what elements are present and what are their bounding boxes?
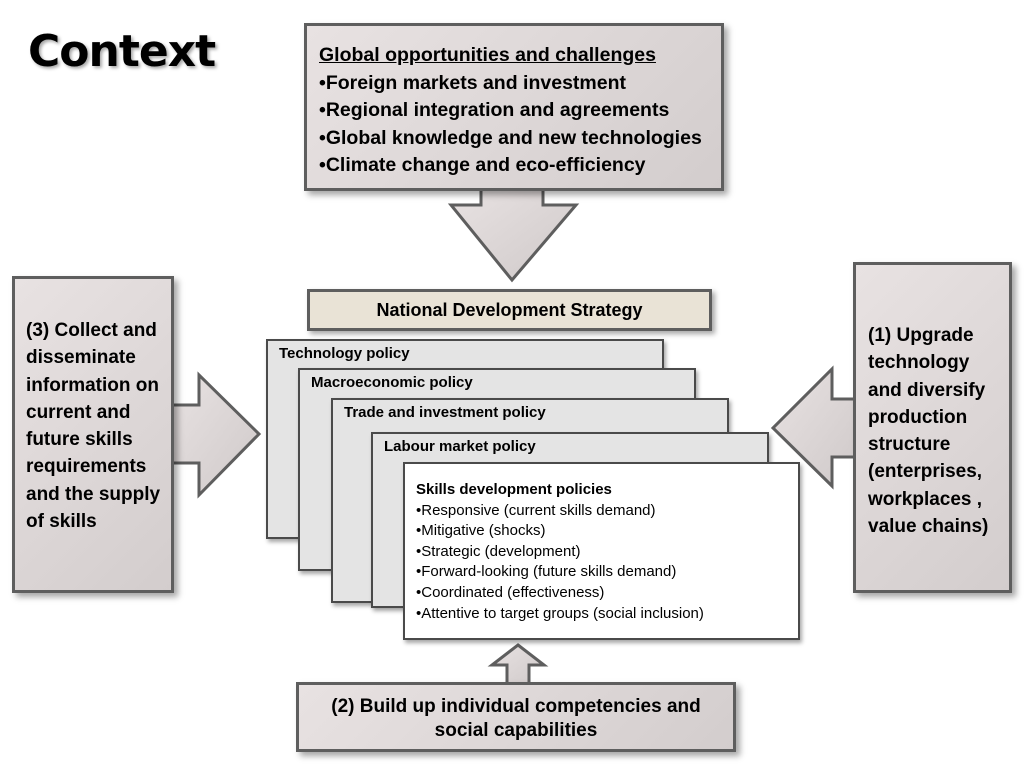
right-arrow <box>170 371 262 499</box>
policy-label: Macroeconomic policy <box>311 374 473 391</box>
down-arrow <box>447 187 580 283</box>
global-opportunities-box: Global opportunities and challenges •For… <box>304 23 724 191</box>
collect-information-text: (3) Collect and disseminate information … <box>26 320 161 533</box>
global-item: •Global knowledge and new technologies <box>319 126 702 149</box>
policy-label: Trade and investment policy <box>344 404 546 421</box>
collect-information-box: (3) Collect and disseminate information … <box>12 276 174 593</box>
national-development-strategy-label: National Development Strategy <box>376 300 643 320</box>
skills-item: •Strategic (development) <box>416 542 581 560</box>
skills-item: •Mitigative (shocks) <box>416 522 546 540</box>
upgrade-technology-text: (1) Upgrade technology and diversify pro… <box>868 325 989 538</box>
build-competencies-text: (2) Build up individual competencies and… <box>331 696 701 741</box>
global-item: •Climate change and eco-efficiency <box>319 154 646 176</box>
skills-development-card: Skills development policies •Responsive … <box>403 462 800 640</box>
upgrade-technology-box: (1) Upgrade technology and diversify pro… <box>853 262 1012 593</box>
global-opportunities-heading: Global opportunities and challenges <box>319 44 656 66</box>
page-title: Context <box>28 26 216 77</box>
policy-label: Technology policy <box>279 345 410 362</box>
skills-item: •Forward-looking (future skills demand) <box>416 563 677 581</box>
global-item: •Foreign markets and investment <box>319 71 626 94</box>
skills-item: •Responsive (current skills demand) <box>416 501 656 519</box>
skills-development-heading: Skills development policies <box>416 481 612 498</box>
skills-item: •Attentive to target groups (social incl… <box>416 604 704 622</box>
national-development-strategy-box: National Development Strategy <box>307 289 712 331</box>
build-competencies-box: (2) Build up individual competencies and… <box>296 682 736 752</box>
global-item: •Regional integration and agreements <box>319 99 670 121</box>
policy-label: Labour market policy <box>384 438 536 455</box>
skills-item: •Coordinated (effectiveness) <box>416 583 605 601</box>
